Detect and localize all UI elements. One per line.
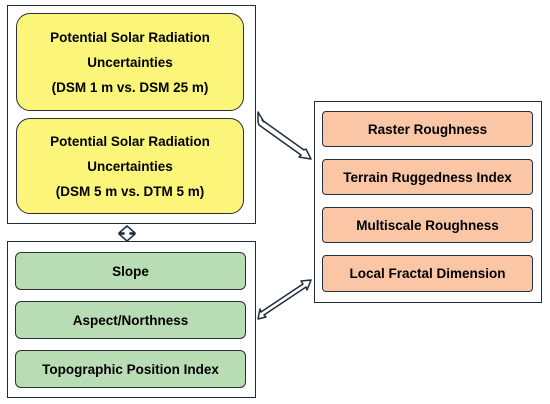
arrow-terrain-to-roughness bbox=[257, 279, 312, 320]
arrow-solar-to-roughness bbox=[257, 111, 312, 160]
roughness-item-tri-label: Terrain Ruggedness Index bbox=[343, 169, 512, 185]
terrain-item-aspect-northness: Aspect/Northness bbox=[15, 301, 246, 339]
solar-uncertainty-box-1: Potential Solar Radiation Uncertainties … bbox=[16, 13, 244, 111]
terrain-item-slope: Slope bbox=[15, 252, 246, 290]
terrain-item-aspect-label: Aspect/Northness bbox=[72, 312, 189, 328]
solar-box-2-line1: Potential Solar Radiation bbox=[50, 133, 210, 149]
roughness-item-lfd-label: Local Fractal Dimension bbox=[349, 266, 506, 281]
roughness-item-multiscale-label: Multiscale Roughness bbox=[356, 217, 499, 233]
terrain-item-slope-label: Slope bbox=[112, 263, 149, 279]
terrain-item-topographic-position-index: Topographic Position Index bbox=[15, 350, 246, 388]
arrow-solar-to-terrain bbox=[118, 225, 136, 242]
roughness-item-local-fractal-dimension: Local Fractal Dimension bbox=[322, 255, 533, 292]
solar-box-1-line1: Potential Solar Radiation bbox=[50, 29, 210, 45]
solar-box-1-line3: (DSM 1 m vs. DSM 25 m) bbox=[51, 79, 209, 95]
roughness-item-raster-label: Raster Roughness bbox=[367, 121, 488, 137]
terrain-item-tpi-label: Topographic Position Index bbox=[42, 361, 219, 377]
solar-uncertainty-box-2: Potential Solar Radiation Uncertainties … bbox=[16, 118, 244, 214]
roughness-item-raster-roughness: Raster Roughness bbox=[322, 111, 533, 147]
solar-box-2-line3: (DSM 5 m vs. DTM 5 m) bbox=[55, 183, 205, 199]
solar-box-2-line2: Uncertainties bbox=[87, 158, 173, 174]
solar-box-1-line2: Uncertainties bbox=[87, 54, 173, 70]
roughness-item-multiscale-roughness: Multiscale Roughness bbox=[322, 207, 533, 243]
roughness-item-terrain-ruggedness-index: Terrain Ruggedness Index bbox=[322, 159, 533, 195]
